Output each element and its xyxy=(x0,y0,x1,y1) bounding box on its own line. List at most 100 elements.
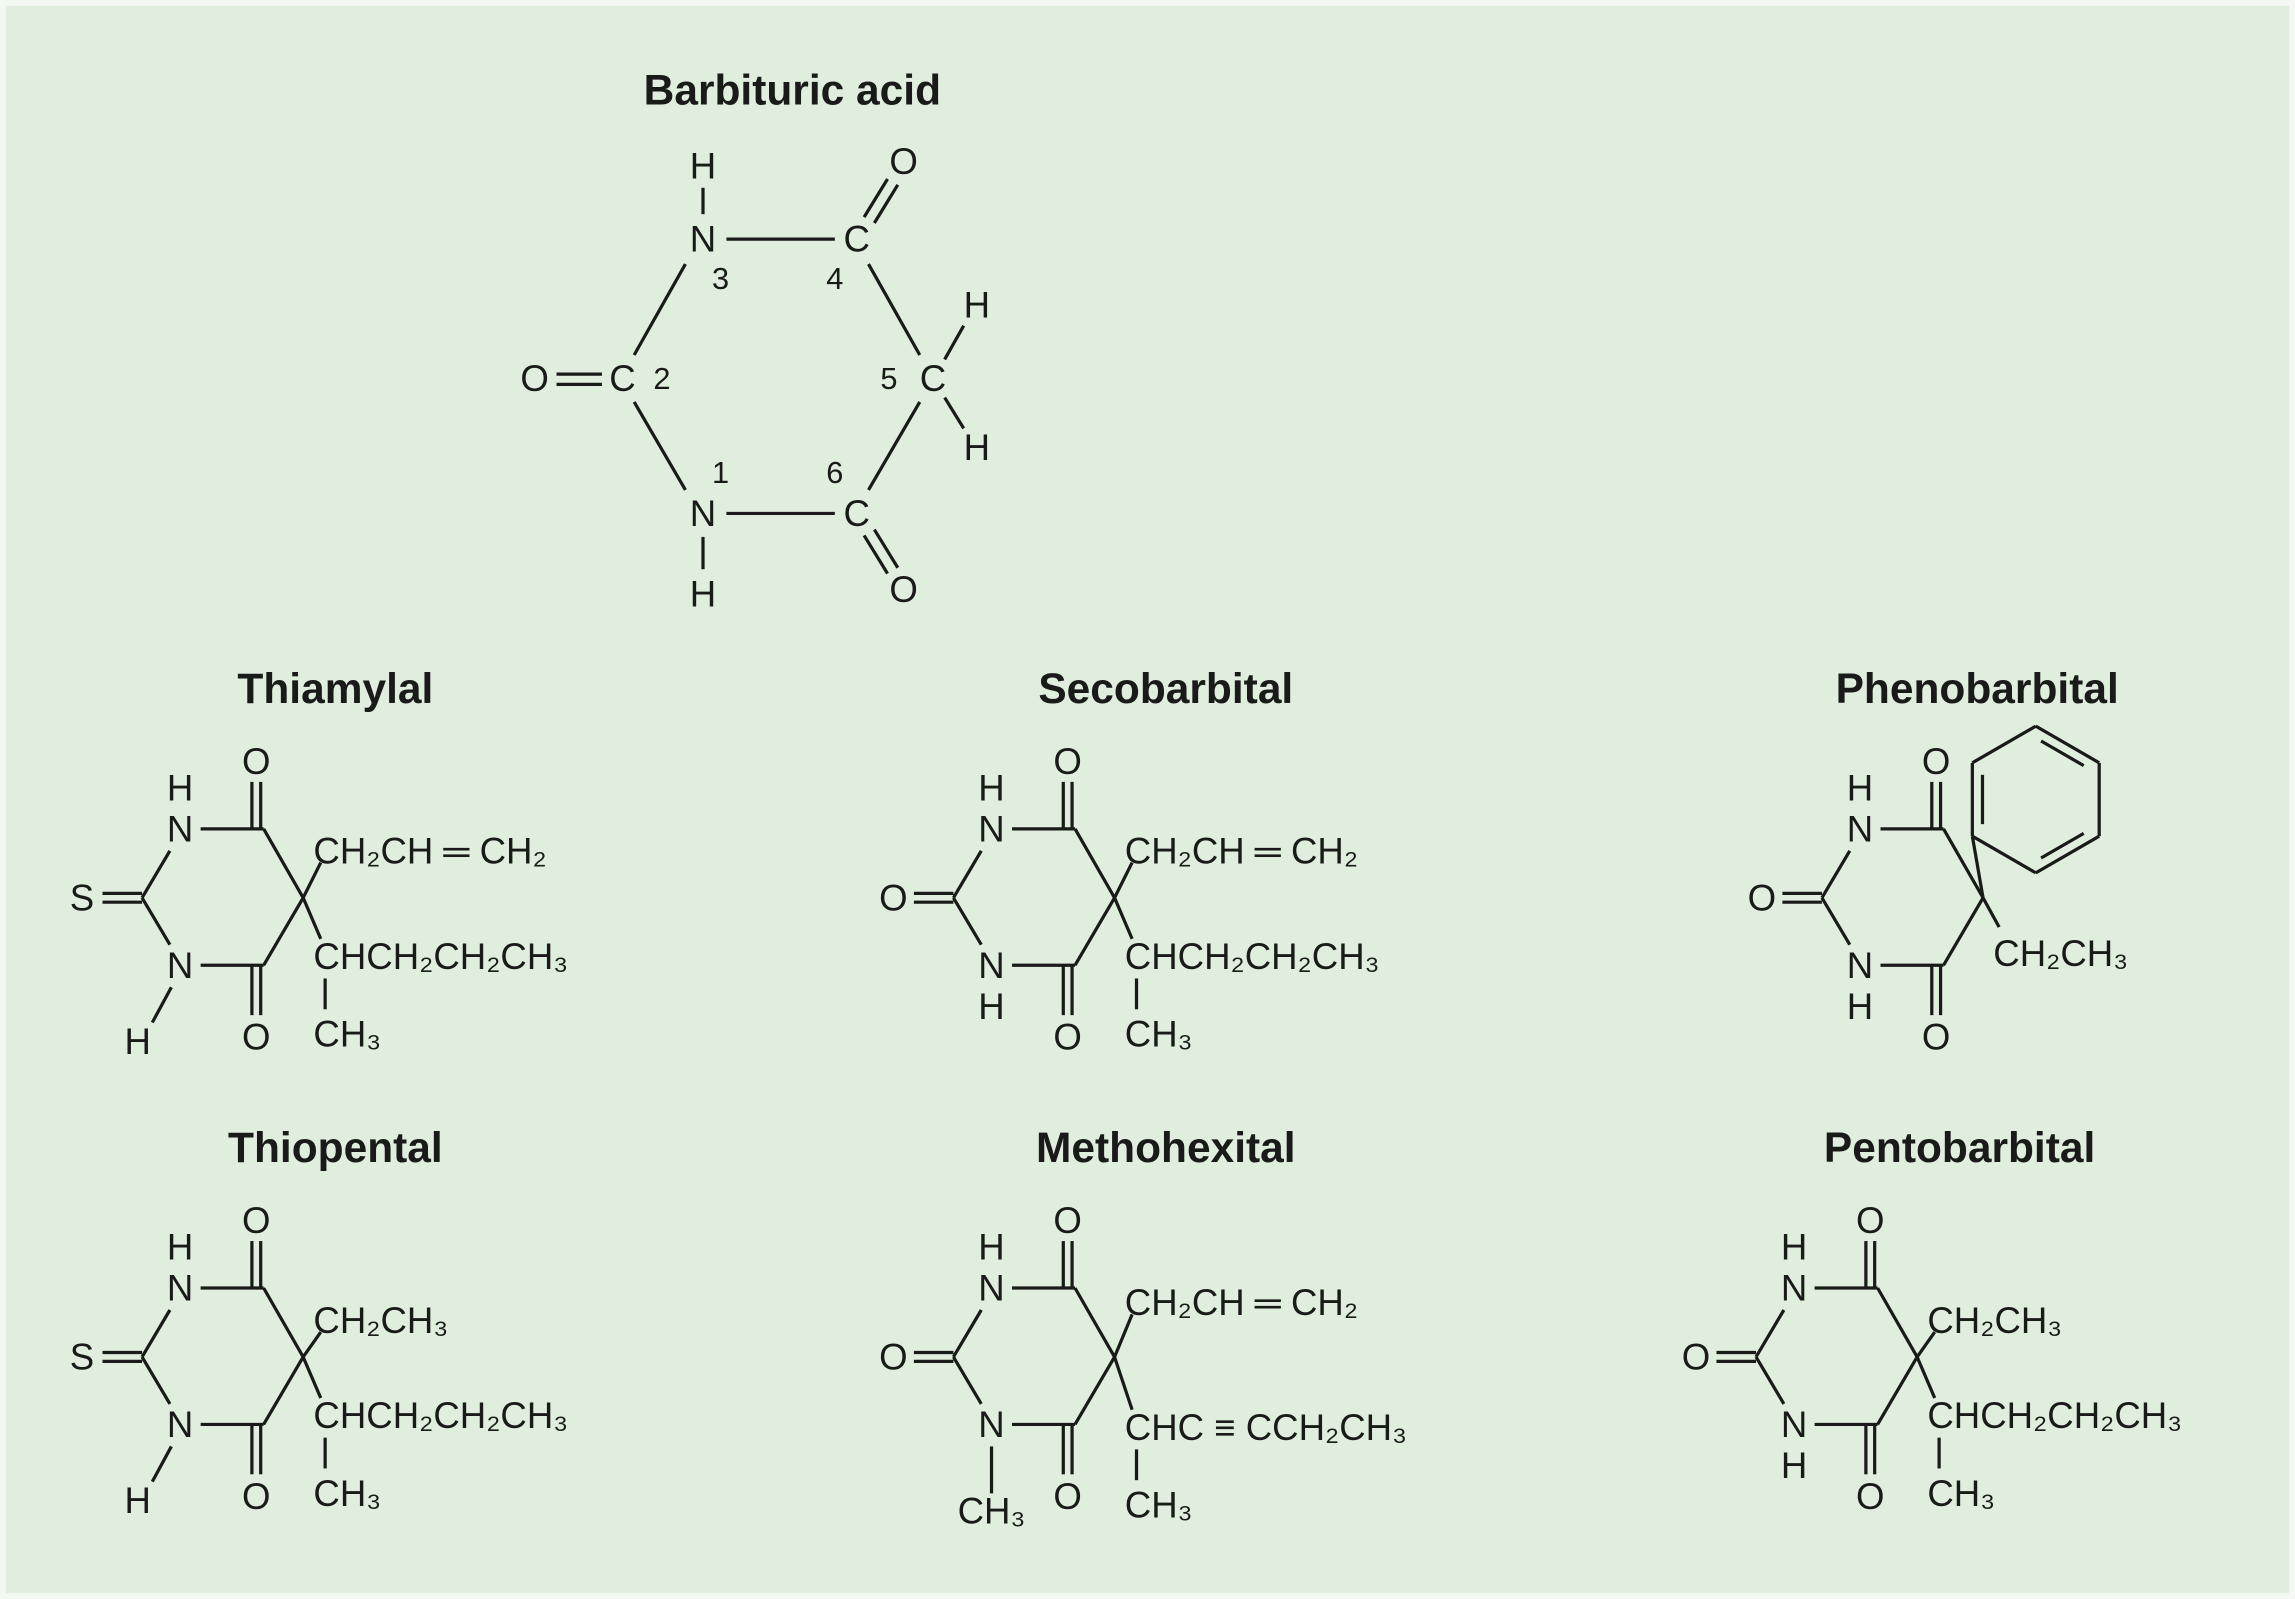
bond-line xyxy=(867,401,922,491)
atom-c4: C xyxy=(844,219,870,260)
molecule-title: Methohexital xyxy=(1036,1125,1296,1172)
bond-line xyxy=(140,1309,172,1358)
bond-line xyxy=(150,986,173,1024)
bond-line xyxy=(1073,1356,1116,1426)
atom-o: O xyxy=(1922,741,1950,782)
atom-s: S xyxy=(70,1336,94,1377)
substituent-2: CHCH₂CH₂CH₃ xyxy=(313,1395,568,1436)
substituent-2: CHCH₂CH₂CH₃ xyxy=(1927,1395,2182,1436)
bond-line xyxy=(301,897,323,940)
atom-h: H xyxy=(124,1480,150,1521)
bond-line xyxy=(140,896,172,946)
atom-h: H xyxy=(690,145,716,186)
bond-line xyxy=(943,324,966,361)
substituent-2: CHCH₂CH₂CH₃ xyxy=(313,936,568,977)
molecule-title: Phenobarbital xyxy=(1836,666,2119,713)
atom-o: O xyxy=(1053,1017,1081,1058)
bond-line xyxy=(1754,1309,1786,1358)
bond-line xyxy=(872,183,900,224)
atom-o: O xyxy=(1053,741,1081,782)
bond-line xyxy=(1073,896,1116,967)
atom-n: N xyxy=(167,808,193,849)
bond-line xyxy=(2040,831,2085,860)
atom-n: N xyxy=(978,1404,1004,1445)
atom-h: H xyxy=(964,285,990,326)
atom-n3: N xyxy=(690,219,716,260)
atom-o: O xyxy=(1856,1200,1884,1241)
bond-line xyxy=(862,178,889,218)
atom-o: O xyxy=(1856,1476,1884,1517)
position-number: 6 xyxy=(826,455,843,490)
figure-background xyxy=(5,5,2290,1594)
bond-line xyxy=(872,528,900,569)
bond-line xyxy=(1942,896,1985,967)
atom-h: H xyxy=(978,986,1004,1027)
atom-n: N xyxy=(978,808,1004,849)
methyl-branch: CH₃ xyxy=(313,1473,381,1514)
ethyl-group: CH₂CH₃ xyxy=(1993,933,2128,974)
methyl-branch: CH₃ xyxy=(313,1014,381,1055)
bond-line xyxy=(1113,1313,1134,1358)
bond-line xyxy=(301,861,323,899)
molecule-title: Thiamylal xyxy=(237,666,433,713)
bond-line xyxy=(262,1356,305,1426)
methyl-branch: CH₃ xyxy=(1927,1473,1995,1514)
bond-line xyxy=(1915,1356,1937,1399)
molecule-title: Barbituric acid xyxy=(644,67,941,114)
bond-line xyxy=(301,1331,323,1358)
methyl-branch: CH₃ xyxy=(1125,1014,1193,1055)
position-number: 5 xyxy=(880,361,897,396)
substituent-1: CH₂CH₃ xyxy=(1927,1300,2062,1341)
atom-h: H xyxy=(124,1021,150,1062)
bond-line xyxy=(867,263,922,356)
bond-line xyxy=(1942,828,1985,899)
atom-o: O xyxy=(879,877,907,918)
atom-n: N xyxy=(1781,1404,1807,1445)
atom-n1: N xyxy=(690,493,716,534)
bond-line xyxy=(140,1356,172,1405)
molecule-title: Pentobarbital xyxy=(1824,1125,2095,1172)
atom-c6: C xyxy=(844,493,870,534)
atom-h: H xyxy=(1847,767,1873,808)
bond-line xyxy=(632,263,687,356)
atom-o: O xyxy=(1748,877,1776,918)
position-number: 4 xyxy=(826,261,843,296)
bond-line xyxy=(1971,834,2037,875)
atom-o: O xyxy=(889,141,917,182)
atom-h: H xyxy=(978,767,1004,808)
bond-line xyxy=(1876,1287,1919,1358)
bond-line xyxy=(150,1445,173,1483)
atom-n: N xyxy=(167,1404,193,1445)
atom-h: H xyxy=(167,767,193,808)
bond-line xyxy=(2034,834,2100,875)
atom-n: N xyxy=(1847,808,1873,849)
atom-o: O xyxy=(520,358,548,399)
atom-o: O xyxy=(1682,1336,1710,1377)
atom-o: O xyxy=(242,1017,270,1058)
atom-n: N xyxy=(167,1267,193,1308)
atom-c5: C xyxy=(920,358,946,399)
bond-line xyxy=(1970,835,1985,899)
bond-line xyxy=(1113,861,1134,899)
bond-line xyxy=(1876,1356,1919,1426)
substituent-1: CH₂CH ═ CH₂ xyxy=(1125,830,1358,871)
bond-line xyxy=(632,401,687,491)
atom-o: O xyxy=(242,1200,270,1241)
substituent-2: CHCH₂CH₂CH₃ xyxy=(1125,936,1380,977)
atom-h: H xyxy=(1781,1226,1807,1267)
bond-line xyxy=(943,396,966,430)
position-number: 3 xyxy=(712,261,729,296)
atom-c2: C xyxy=(609,358,635,399)
atom-o: O xyxy=(879,1336,907,1377)
bond-line xyxy=(862,534,889,575)
atom-o: O xyxy=(889,569,917,610)
atom-s: S xyxy=(70,877,94,918)
atom-o: O xyxy=(1922,1017,1950,1058)
atom-n: N xyxy=(167,945,193,986)
